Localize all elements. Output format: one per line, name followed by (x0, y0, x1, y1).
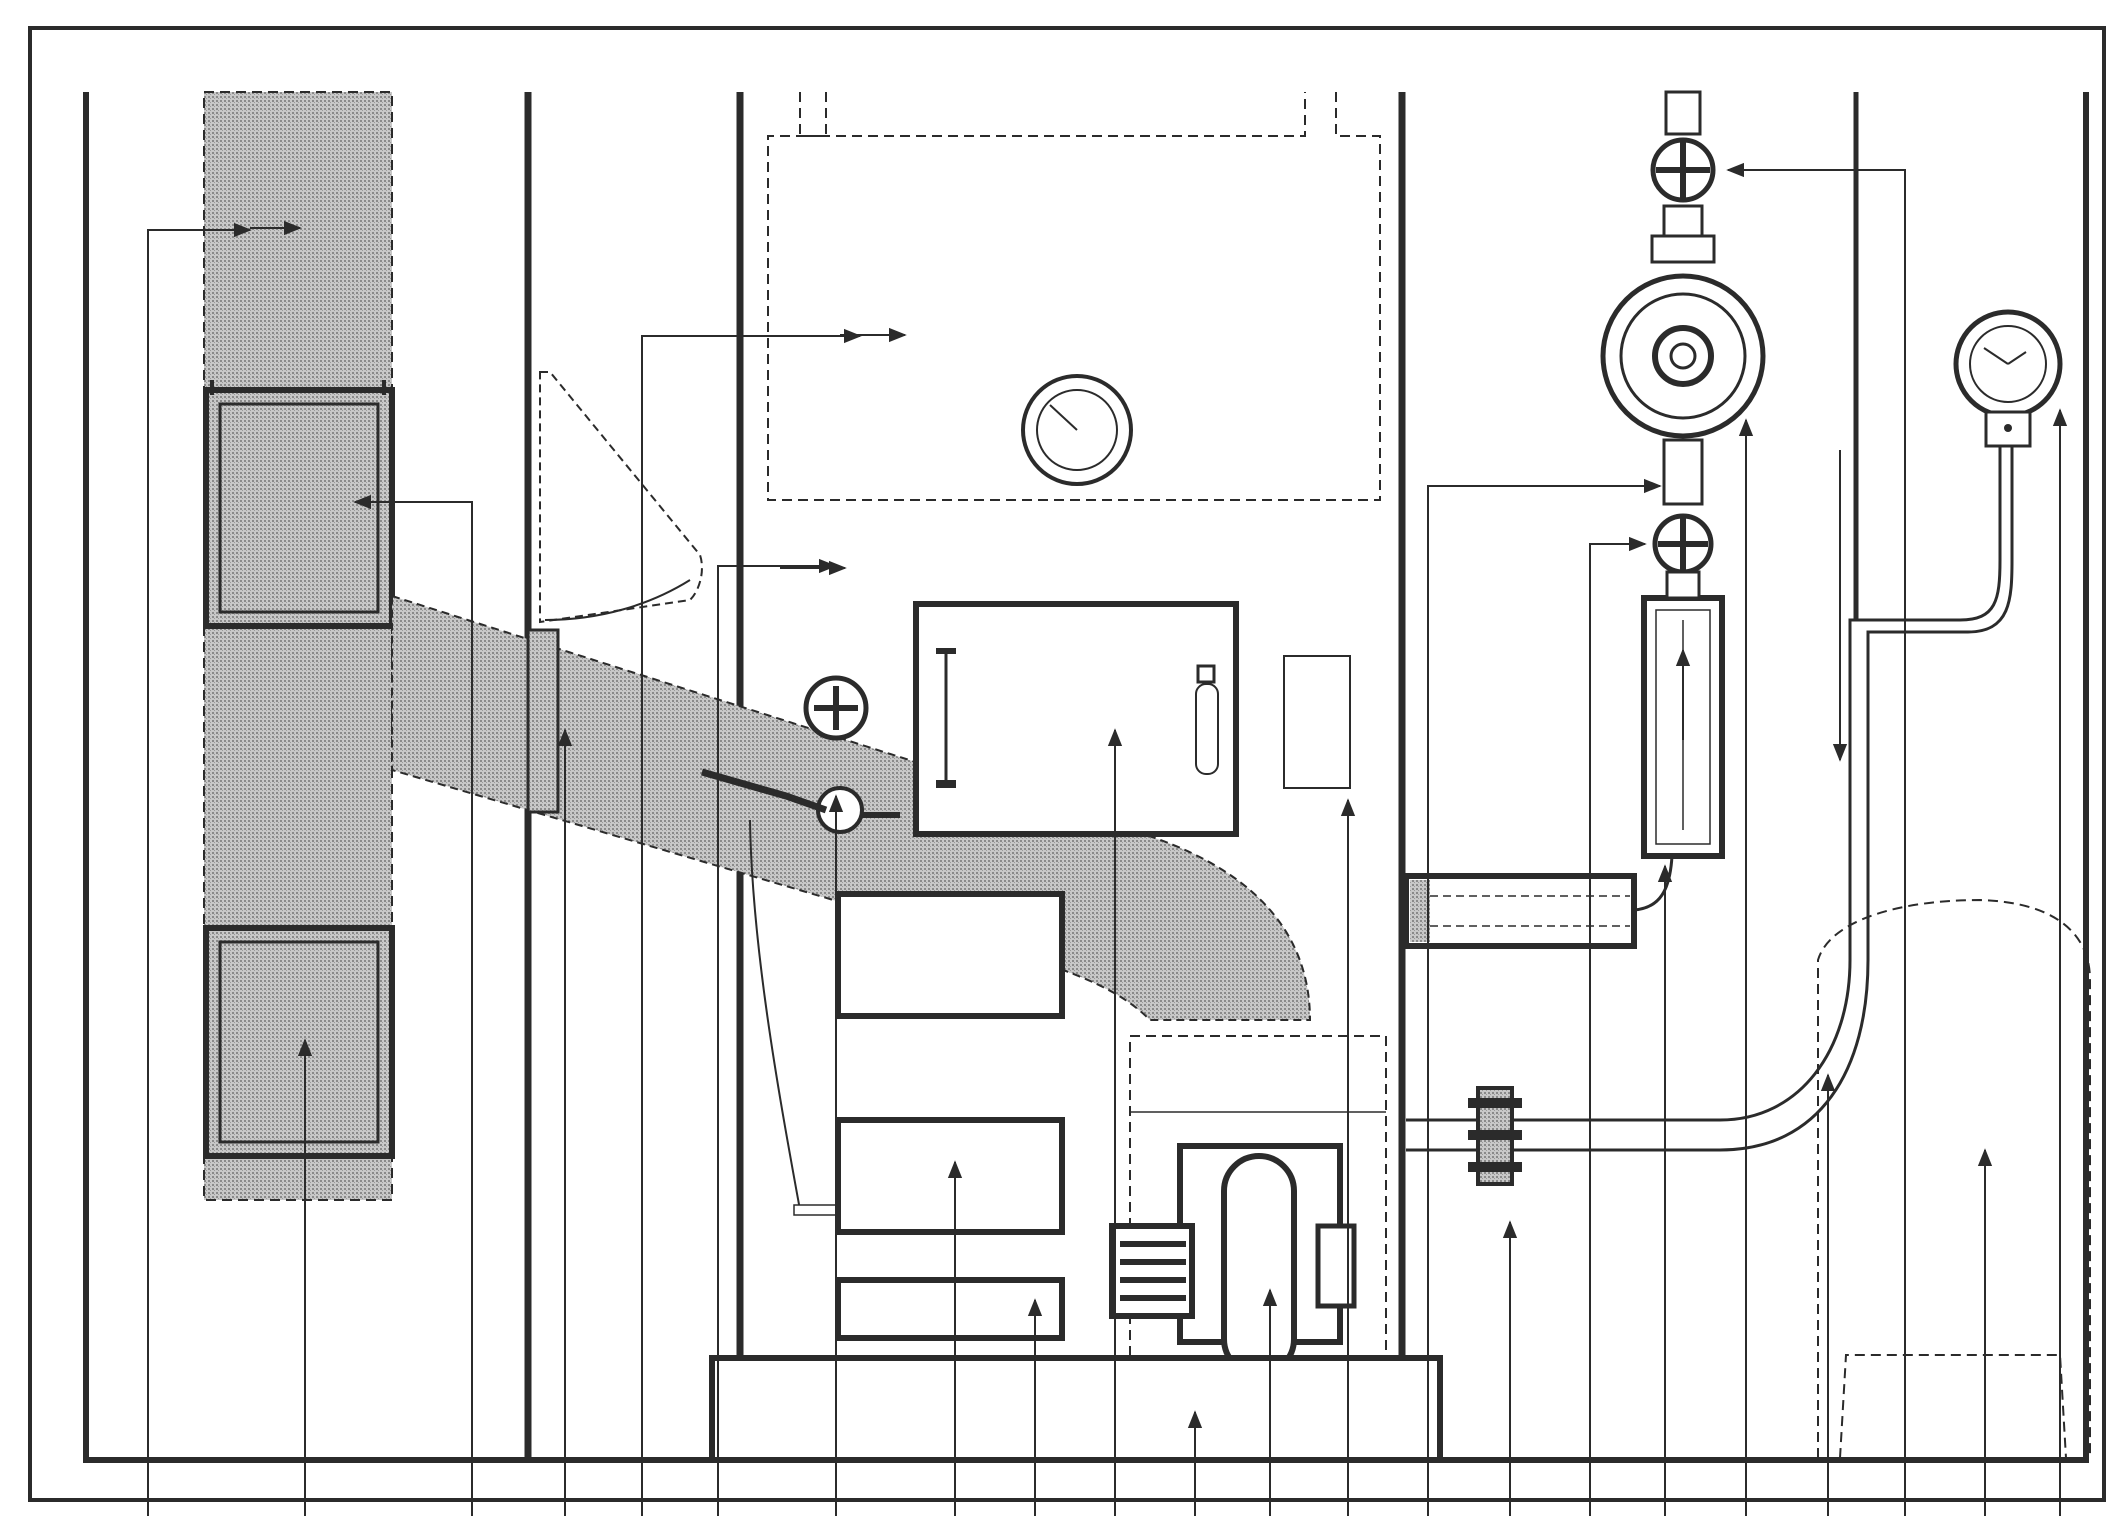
leader-line (717, 558, 837, 1516)
leader-lines (147, 162, 2068, 1516)
control-box (913, 601, 1239, 837)
flange-union (1468, 1086, 1522, 1186)
small-panel (1283, 655, 1351, 789)
upper-isolation-valve (1650, 90, 1716, 203)
expansion-tank-outline (1817, 898, 2091, 1458)
leader-line (353, 494, 473, 1516)
outer-frame (28, 26, 2106, 1502)
leader-line (1589, 536, 1647, 1516)
sight-glass (1641, 595, 1725, 859)
burner-tray-3 (835, 1277, 1065, 1341)
lower-isolation-valve (1652, 513, 1714, 600)
tank-base-outline (1839, 1354, 2067, 1459)
leader-line (1427, 478, 1662, 1516)
flue-connector (526, 628, 560, 814)
chamber-pressure-gauge (1021, 374, 1133, 486)
top-dashed-chamber (767, 92, 1381, 501)
supply-pipe (1406, 440, 2002, 1122)
draft-hood-curve (544, 579, 691, 621)
burner-tray-1 (835, 891, 1065, 1019)
outlet-pressure-gauge (1953, 309, 2063, 448)
lower-heat-exchanger-coil (203, 925, 395, 1159)
burner-tray-2 (835, 1117, 1065, 1235)
burner-assembly (1109, 1143, 1357, 1377)
water-pump (1600, 204, 1766, 506)
supply-pipe-inner (1406, 440, 2014, 1152)
draft-hood-outline (539, 371, 703, 624)
leader-line (641, 328, 862, 1516)
pipe-stub (1403, 855, 1674, 949)
base-plinth (709, 1355, 1443, 1463)
leader-line (1726, 162, 1906, 1516)
leader-line (147, 222, 252, 1516)
